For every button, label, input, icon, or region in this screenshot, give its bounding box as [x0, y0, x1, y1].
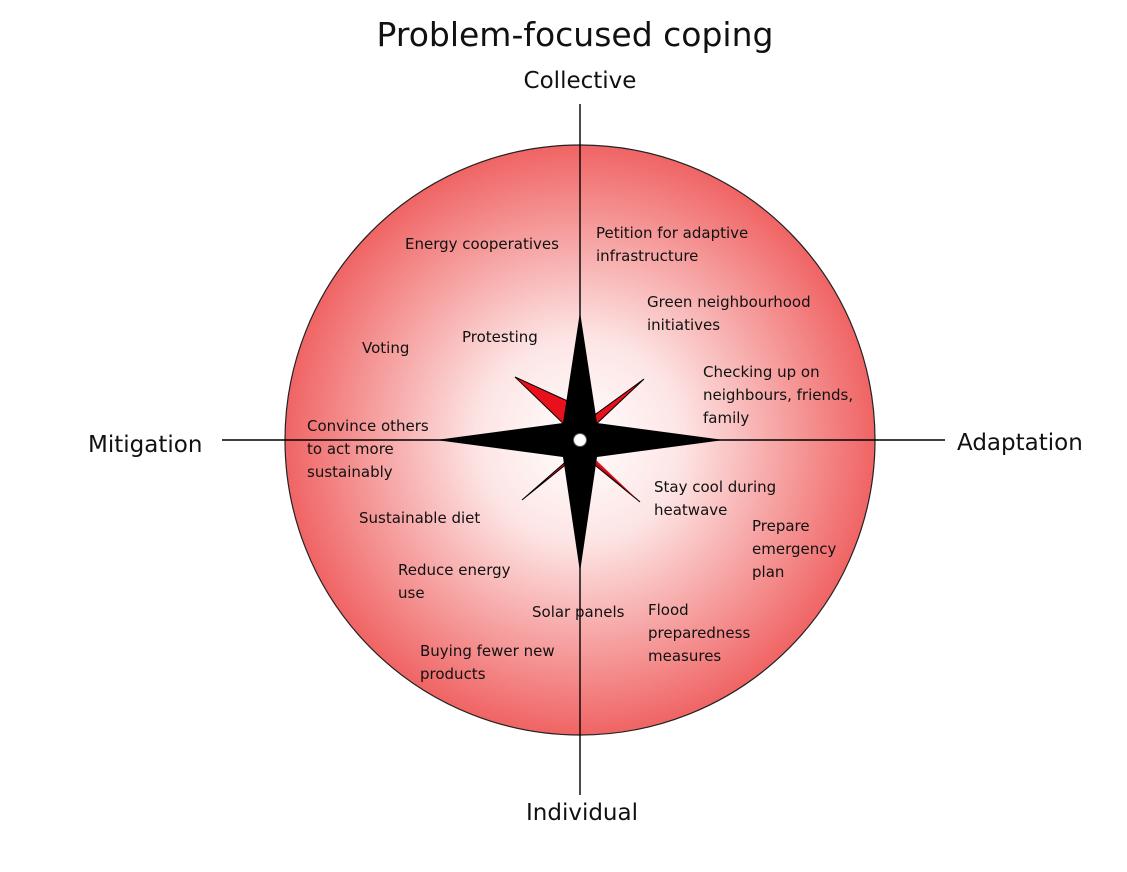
- item-petition-adaptive-infrastructure: Petition for adaptive infrastructure: [596, 224, 748, 265]
- item-line: Checking up on: [703, 363, 820, 381]
- axis-label-mitigation: Mitigation: [88, 432, 202, 458]
- item-line: Reduce energy: [398, 561, 511, 579]
- item-line: emergency: [752, 540, 836, 558]
- axis-label-adaptation: Adaptation: [957, 430, 1083, 456]
- item-voting: Voting: [362, 339, 409, 357]
- diagram-title: Problem-focused coping: [377, 15, 774, 54]
- item-line: use: [398, 584, 425, 602]
- axis-label-collective: Collective: [524, 68, 637, 94]
- item-line: infrastructure: [596, 247, 698, 265]
- item-protesting: Protesting: [462, 328, 538, 346]
- item-line: measures: [648, 647, 721, 665]
- item-line: sustainably: [307, 463, 393, 481]
- item-solar-panels: Solar panels: [532, 603, 625, 621]
- item-line: Stay cool during: [654, 478, 776, 496]
- item-convince-others: Convince others to act more sustainably: [307, 417, 429, 481]
- axis-label-individual: Individual: [526, 800, 638, 826]
- item-line: Green neighbourhood: [647, 293, 811, 311]
- item-checking-up: Checking up on neighbours, friends, family: [703, 363, 853, 427]
- item-flood-preparedness: Flood preparedness measures: [648, 601, 750, 665]
- item-energy-cooperatives: Energy cooperatives: [405, 235, 559, 253]
- item-line: Flood: [648, 601, 689, 619]
- item-line: family: [703, 409, 749, 427]
- item-stay-cool: Stay cool during heatwave: [654, 478, 776, 519]
- item-green-neighbourhood-initiatives: Green neighbourhood initiatives: [647, 293, 811, 334]
- item-line: Buying fewer new: [420, 642, 555, 660]
- item-reduce-energy-use: Reduce energy use: [398, 561, 511, 602]
- item-line: Sustainable diet: [359, 509, 480, 527]
- item-line: Energy cooperatives: [405, 235, 559, 253]
- item-line: Petition for adaptive: [596, 224, 748, 242]
- item-line: heatwave: [654, 501, 727, 519]
- item-line: Voting: [362, 339, 409, 357]
- item-line: to act more: [307, 440, 394, 458]
- coping-items: Energy cooperatives Petition for adaptiv…: [307, 224, 853, 683]
- item-line: products: [420, 665, 486, 683]
- item-line: preparedness: [648, 624, 750, 642]
- item-buying-fewer-products: Buying fewer new products: [420, 642, 555, 683]
- item-line: initiatives: [647, 316, 720, 334]
- item-prepare-emergency-plan: Prepare emergency plan: [752, 517, 836, 581]
- item-line: Protesting: [462, 328, 538, 346]
- item-sustainable-diet: Sustainable diet: [359, 509, 480, 527]
- item-line: Solar panels: [532, 603, 625, 621]
- item-line: Prepare: [752, 517, 810, 535]
- item-line: neighbours, friends,: [703, 386, 853, 404]
- item-line: Convince others: [307, 417, 429, 435]
- compass-center-dot: [573, 433, 587, 447]
- item-line: plan: [752, 563, 784, 581]
